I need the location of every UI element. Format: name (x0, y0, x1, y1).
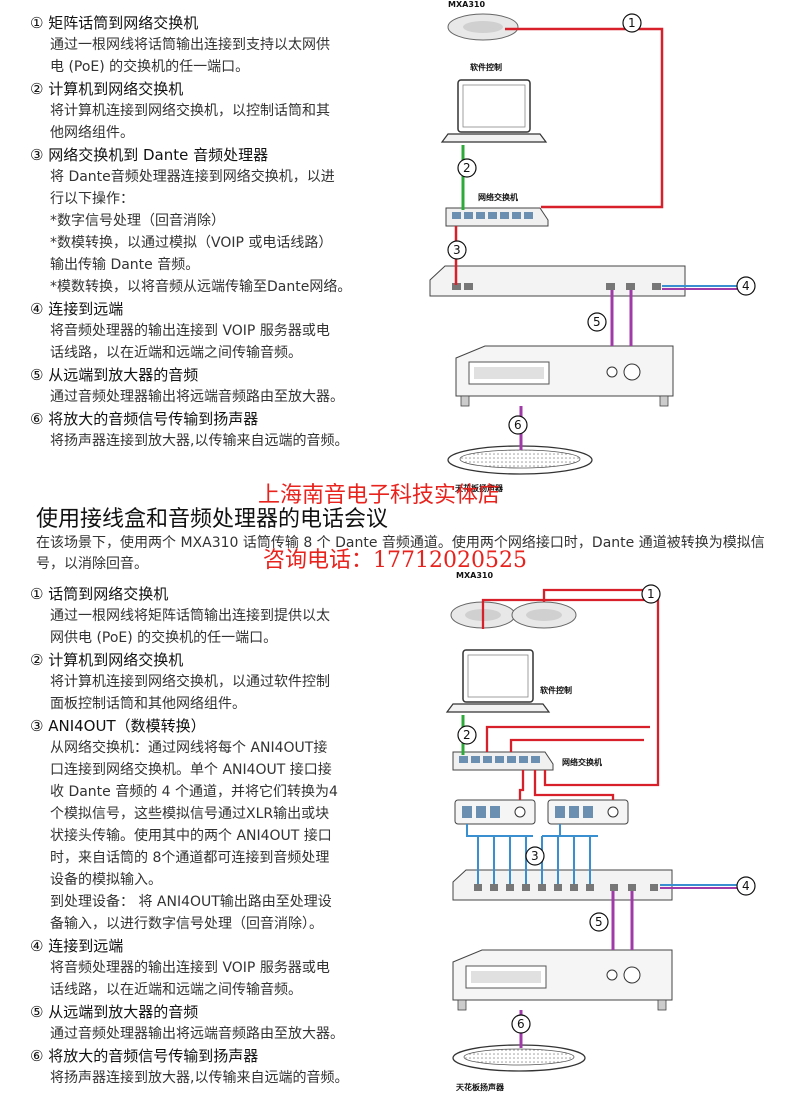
step-desc: 将 Dante音频处理器连接到网络交换机，以进 行以下操作： *数字信号处理（回… (50, 169, 352, 295)
svg-text:3: 3 (531, 849, 539, 863)
step-title: ⑤ 从远端到放大器的音频 (30, 1003, 199, 1021)
badge-6: 6 (508, 415, 528, 435)
top-step-4: ④ 连接到远端 将音频处理器的输出连接到 VOIP 服务器或电 话线路，以在近端… (30, 298, 430, 364)
mic-label: MXA310 (456, 571, 493, 580)
bottom-step-4: ④ 连接到远端 将音频处理器的输出连接到 VOIP 服务器或电 话线路，以在近端… (30, 935, 430, 1001)
bottom-step-5: ⑤ 从远端到放大器的音频 通过音频处理器输出将远端音频路由至放大器。 (30, 1001, 430, 1045)
step-desc: 将音频处理器的输出连接到 VOIP 服务器或电 话线路，以在近端和远端之间传输音… (50, 323, 330, 361)
step-desc: 通过音频处理器输出将远端音频路由至放大器。 (50, 1026, 344, 1042)
svg-text:5: 5 (593, 315, 601, 329)
badge-1: 1 (641, 584, 661, 604)
cable-1d (509, 738, 644, 752)
badge-5: 5 (587, 312, 607, 332)
watermark-phone: 咨询电话：17712020525 (263, 548, 527, 573)
step-title: ② 计算机到网络交换机 (30, 651, 184, 669)
bottom-step-3: ③ ANI4OUT（数模转换） 从网络交换机：通过网线将每个 ANI4OUT接 … (30, 715, 430, 935)
switch-icon (445, 207, 549, 227)
step-desc: 将计算机连接到网络交换机，以控制话筒和其 他网络组件。 (50, 103, 330, 141)
amplifier-icon (452, 949, 673, 1011)
step-title: ⑥ 将放大的音频信号传输到扬声器 (30, 410, 259, 428)
badge-2: 2 (457, 158, 477, 178)
step-title: ④ 连接到远端 (30, 300, 124, 318)
step-desc: 从网络交换机：通过网线将每个 ANI4OUT接 口连接到网络交换机。单个 ANI… (50, 740, 338, 932)
step-desc: 通过音频处理器输出将远端音频路由至放大器。 (50, 389, 344, 405)
mic-grille (463, 21, 503, 33)
step-desc: 将音频处理器的输出连接到 VOIP 服务器或电 话线路，以在近端和远端之间传输音… (50, 960, 330, 998)
bottom-step-2: ② 计算机到网络交换机 将计算机连接到网络交换机，以通过软件控制 面板控制话筒和… (30, 649, 430, 715)
switch-label: 网络交换机 (562, 757, 602, 767)
badge-4: 4 (736, 276, 756, 296)
step-desc: 将扬声器连接到放大器,以传输来自远端的音频。 (50, 433, 349, 449)
svg-text:6: 6 (514, 418, 522, 432)
laptop-icon (440, 79, 548, 143)
diagram-bottom: MXA310 软件控制 网络交换机 (445, 571, 756, 1092)
step-desc: 通过一根网线将矩阵话筒输出连接到提供以太 网供电 (PoE) 的交换机的任一端口… (50, 608, 330, 646)
cable-1b (542, 588, 652, 602)
computer-label: 软件控制 (470, 62, 502, 72)
step-desc: 通过一根网线将话筒输出连接到支持以太网供 电 (PoE) 的交换机的任一端口。 (50, 37, 330, 75)
cable-3-net-a (518, 770, 525, 800)
bottom-step-1: ① 话筒到网络交换机 通过一根网线将矩阵话筒输出连接到提供以太 网供电 (PoE… (30, 583, 430, 649)
ceiling-speaker-icon (452, 1044, 586, 1072)
badge-1: 1 (622, 13, 642, 33)
ani4out-icon-b (547, 799, 629, 825)
svg-text:2: 2 (463, 161, 471, 175)
top-step-6: ⑥ 将放大的音频信号传输到扬声器 将扬声器连接到放大器,以传输来自远端的音频。 (30, 408, 430, 452)
ani4out-icon-a (454, 799, 536, 825)
amplifier-icon (455, 345, 674, 407)
top-step-5: ⑤ 从远端到放大器的音频 通过音频处理器输出将远端音频路由至放大器。 (30, 364, 430, 408)
step-title: ⑥ 将放大的音频信号传输到扬声器 (30, 1047, 259, 1065)
cable-1 (505, 27, 664, 209)
processor-icon (452, 869, 673, 901)
step-title: ④ 连接到远端 (30, 937, 124, 955)
svg-text:4: 4 (742, 879, 750, 893)
svg-text:6: 6 (517, 1017, 525, 1031)
watermark-shop: 上海南音电子科技实体店 (258, 483, 501, 508)
badge-2: 2 (457, 725, 477, 745)
computer-label: 软件控制 (540, 685, 572, 695)
step-title: ⑤ 从远端到放大器的音频 (30, 366, 199, 384)
cable-3-net-b (533, 770, 615, 800)
badge-3: 3 (525, 846, 545, 866)
ceiling-speaker-icon (447, 445, 593, 475)
switch-icon (452, 751, 554, 771)
processor-icon (429, 265, 686, 297)
bottom-step-6: ⑥ 将放大的音频信号传输到扬声器 将扬声器连接到放大器,以传输来自远端的音频。 (30, 1045, 430, 1089)
svg-text:5: 5 (595, 915, 603, 929)
svg-text:1: 1 (647, 587, 655, 601)
step-title: ③ ANI4OUT（数模转换） (30, 717, 206, 735)
speaker-label: 天花板扬声器 (455, 483, 504, 493)
section-title: 使用接线盒和音频处理器的电话会议 (36, 507, 389, 532)
step-desc: 将扬声器连接到放大器,以传输来自远端的音频。 (50, 1070, 349, 1086)
badge-6: 6 (511, 1014, 531, 1034)
step-title: ② 计算机到网络交换机 (30, 80, 184, 98)
top-step-1: ① 矩阵话筒到网络交换机 通过一根网线将话筒输出连接到支持以太网供 电 (PoE… (30, 12, 430, 78)
badge-4: 4 (736, 876, 756, 896)
svg-text:1: 1 (628, 16, 636, 30)
bottom-steps: ① 话筒到网络交换机 通过一根网线将矩阵话筒输出连接到提供以太 网供电 (PoE… (30, 583, 430, 1089)
badge-3: 3 (447, 240, 467, 260)
top-step-2: ② 计算机到网络交换机 将计算机连接到网络交换机，以控制话筒和其 他网络组件。 (30, 78, 430, 144)
diagram-top: MXA310 软件控制 网络交换机 (429, 0, 756, 493)
speaker-label: 天花板扬声器 (456, 1082, 505, 1092)
mic-label: MXA310 (448, 0, 485, 9)
step-desc: 将计算机连接到网络交换机，以通过软件控制 面板控制话筒和其他网络组件。 (50, 674, 330, 712)
badge-5: 5 (589, 912, 609, 932)
svg-text:3: 3 (453, 243, 461, 257)
cable-1a (481, 598, 660, 787)
step-title: ① 话筒到网络交换机 (30, 585, 169, 603)
switch-label: 网络交换机 (478, 192, 518, 202)
cable-1c (485, 725, 650, 752)
step-title: ① 矩阵话筒到网络交换机 (30, 14, 199, 32)
svg-text:2: 2 (463, 728, 471, 742)
intro-text: 在该场景下，使用两个 MXA310 话筒传输 8 个 Dante 音频通道。使用… (36, 535, 765, 572)
laptop-icon (445, 649, 551, 713)
step-title: ③ 网络交换机到 Dante 音频处理器 (30, 146, 269, 164)
svg-text:4: 4 (742, 279, 750, 293)
top-step-3: ③ 网络交换机到 Dante 音频处理器 将 Dante音频处理器连接到网络交换… (30, 144, 430, 298)
top-steps: ① 矩阵话筒到网络交换机 通过一根网线将话筒输出连接到支持以太网供 电 (PoE… (30, 12, 430, 452)
